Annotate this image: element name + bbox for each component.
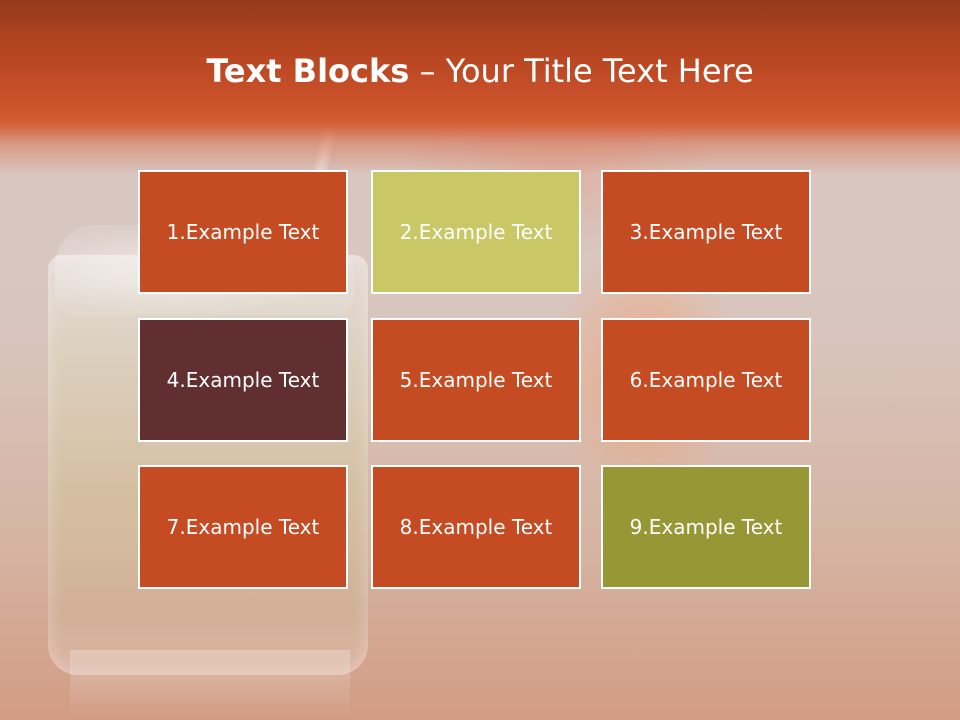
text-block-label: 8.Example Text <box>399 515 553 539</box>
title-bold: Text Blocks <box>206 52 410 90</box>
header-band <box>0 0 960 175</box>
text-block-3[interactable]: 3.Example Text <box>601 170 811 294</box>
text-block-label: 4.Example Text <box>166 368 320 392</box>
slide-title: Text Blocks – Your Title Text Here <box>0 52 960 90</box>
text-block-label: 1.Example Text <box>166 220 320 244</box>
text-block-6[interactable]: 6.Example Text <box>601 318 811 442</box>
text-block-label: 9.Example Text <box>629 515 783 539</box>
glass-reflection-decoration <box>70 650 350 720</box>
title-rest: Your Title Text Here <box>445 52 754 90</box>
text-block-1[interactable]: 1.Example Text <box>138 170 348 294</box>
text-blocks-grid: 1.Example Text 2.Example Text 3.Example … <box>138 170 816 594</box>
title-separator: – <box>409 52 446 90</box>
text-block-label: 6.Example Text <box>629 368 783 392</box>
text-block-8[interactable]: 8.Example Text <box>371 465 581 589</box>
text-block-label: 2.Example Text <box>399 220 553 244</box>
text-block-label: 3.Example Text <box>629 220 783 244</box>
text-block-4[interactable]: 4.Example Text <box>138 318 348 442</box>
text-block-2[interactable]: 2.Example Text <box>371 170 581 294</box>
text-block-label: 5.Example Text <box>399 368 553 392</box>
text-block-5[interactable]: 5.Example Text <box>371 318 581 442</box>
text-block-label: 7.Example Text <box>166 515 320 539</box>
text-block-9[interactable]: 9.Example Text <box>601 465 811 589</box>
text-block-7[interactable]: 7.Example Text <box>138 465 348 589</box>
